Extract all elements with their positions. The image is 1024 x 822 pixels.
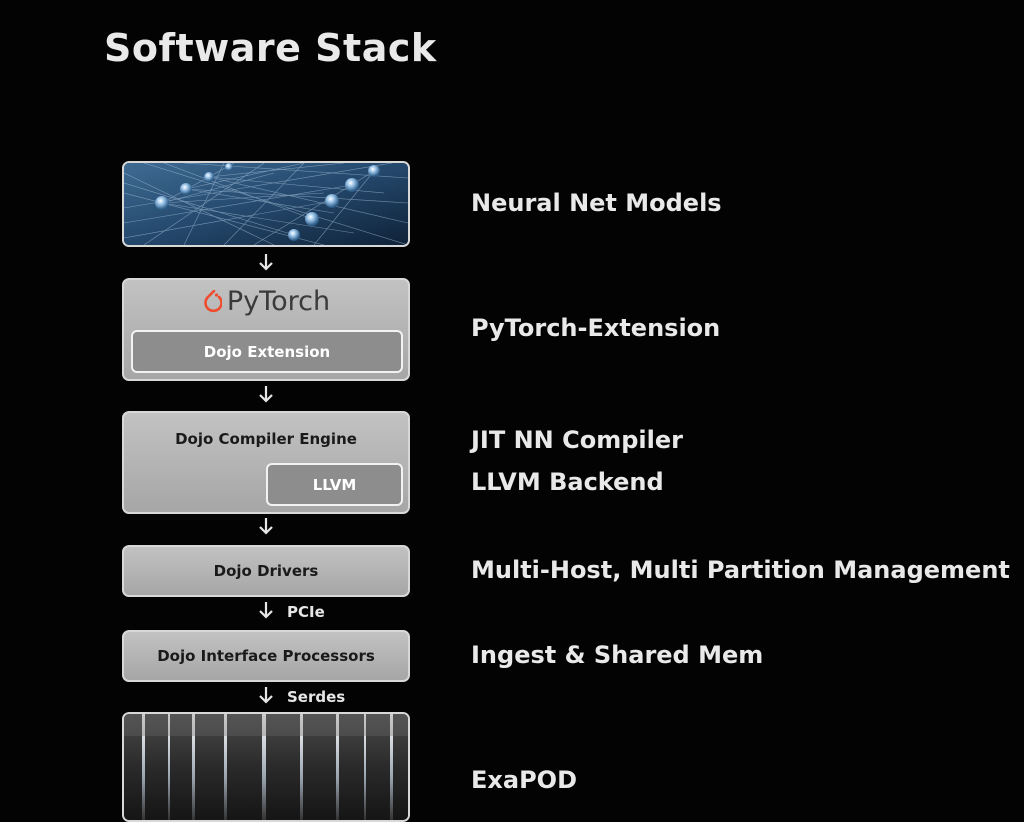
compiler-engine-label: Dojo Compiler Engine (175, 430, 357, 448)
arrow-down-icon (259, 254, 273, 271)
arrow-down-icon (259, 602, 273, 619)
dojo-drivers-label: Dojo Drivers (213, 562, 319, 580)
dojo-extension-label: Dojo Extension (203, 342, 331, 361)
neural-net-illustration (124, 163, 408, 245)
description-neural-net-models: Neural Net Models (471, 189, 722, 217)
exapod-image (122, 712, 410, 822)
arrow-down-icon (259, 386, 273, 403)
description-ingest-shared-mem: Ingest & Shared Mem (471, 641, 764, 669)
description-exapod: ExaPOD (471, 766, 577, 794)
interface-processors-label: Dojo Interface Processors (157, 647, 375, 665)
arrow-down-icon (259, 518, 273, 535)
pytorch-logo: PyTorch (124, 286, 408, 317)
description-multi-host-management: Multi-Host, Multi Partition Management (471, 556, 1010, 584)
dojo-extension-box: Dojo Extension (131, 330, 403, 373)
neural-net-image (122, 161, 410, 247)
pytorch-box: PyTorch Dojo Extension (122, 278, 410, 381)
description-pytorch-extension: PyTorch-Extension (471, 314, 721, 342)
dojo-drivers-box: Dojo Drivers (122, 545, 410, 597)
compiler-engine-box: Dojo Compiler Engine LLVM (122, 411, 410, 514)
interface-processors-box: Dojo Interface Processors (122, 630, 410, 682)
description-llvm-backend: LLVM Backend (471, 468, 664, 496)
page-title: Software Stack (104, 26, 437, 70)
exapod-cabinets-illustration (124, 714, 408, 820)
pcie-link-label: PCIe (287, 603, 325, 621)
llvm-label: LLVM (312, 475, 357, 494)
serdes-link-label: Serdes (287, 688, 346, 706)
llvm-box: LLVM (266, 463, 403, 506)
pytorch-logo-text: PyTorch (226, 286, 331, 317)
arrow-down-icon (259, 687, 273, 704)
pytorch-flame-icon (204, 289, 222, 312)
description-jit-nn-compiler: JIT NN Compiler (471, 426, 683, 454)
